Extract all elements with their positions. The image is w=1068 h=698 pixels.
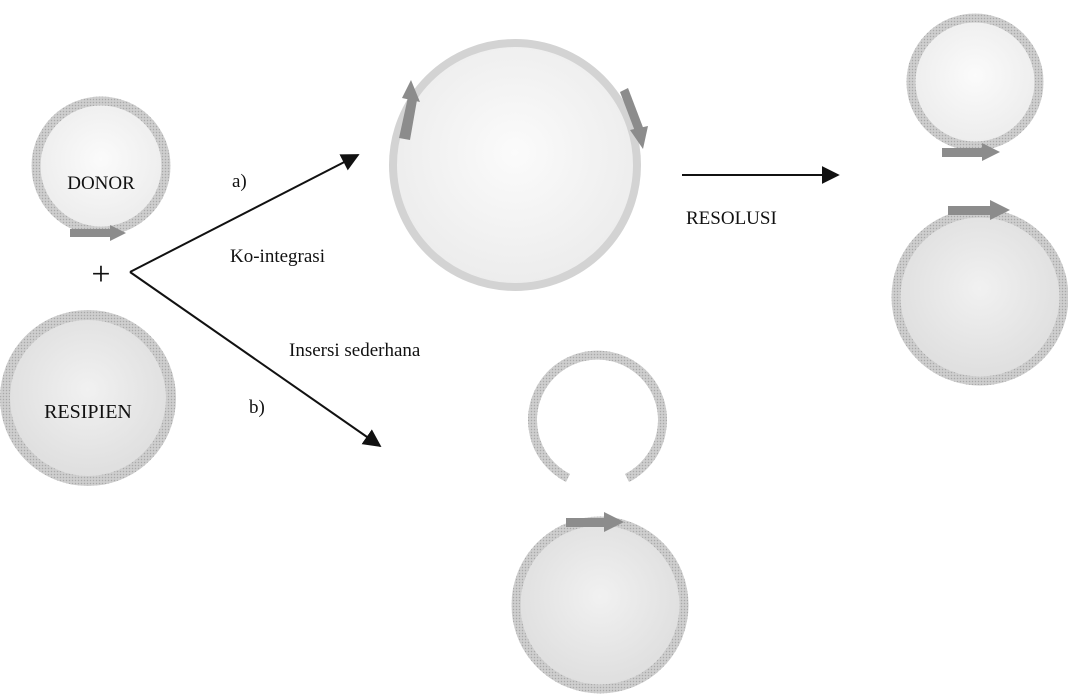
path-a-label: a) xyxy=(232,171,247,192)
resolved-recipient-plasmid xyxy=(896,200,1064,381)
plus-sign: + xyxy=(91,256,110,293)
path-b-label: b) xyxy=(249,397,265,418)
insertion-recipient-plasmid xyxy=(516,512,684,689)
recipient-plasmid: RESIPIEN xyxy=(5,315,171,481)
simple-insertion-label: Insersi sederhana xyxy=(289,340,421,361)
resolved-donor-plasmid xyxy=(911,18,1039,161)
donor-plasmid: DONOR xyxy=(36,101,166,241)
donor-label: DONOR xyxy=(67,173,135,194)
resolution-label: RESOLUSI xyxy=(686,208,777,229)
cointegration-label: Ko-integrasi xyxy=(230,246,325,267)
insertion-donor-fragment xyxy=(533,355,663,478)
cointegrate-plasmid xyxy=(393,43,648,287)
recipient-label: RESIPIEN xyxy=(44,401,132,423)
